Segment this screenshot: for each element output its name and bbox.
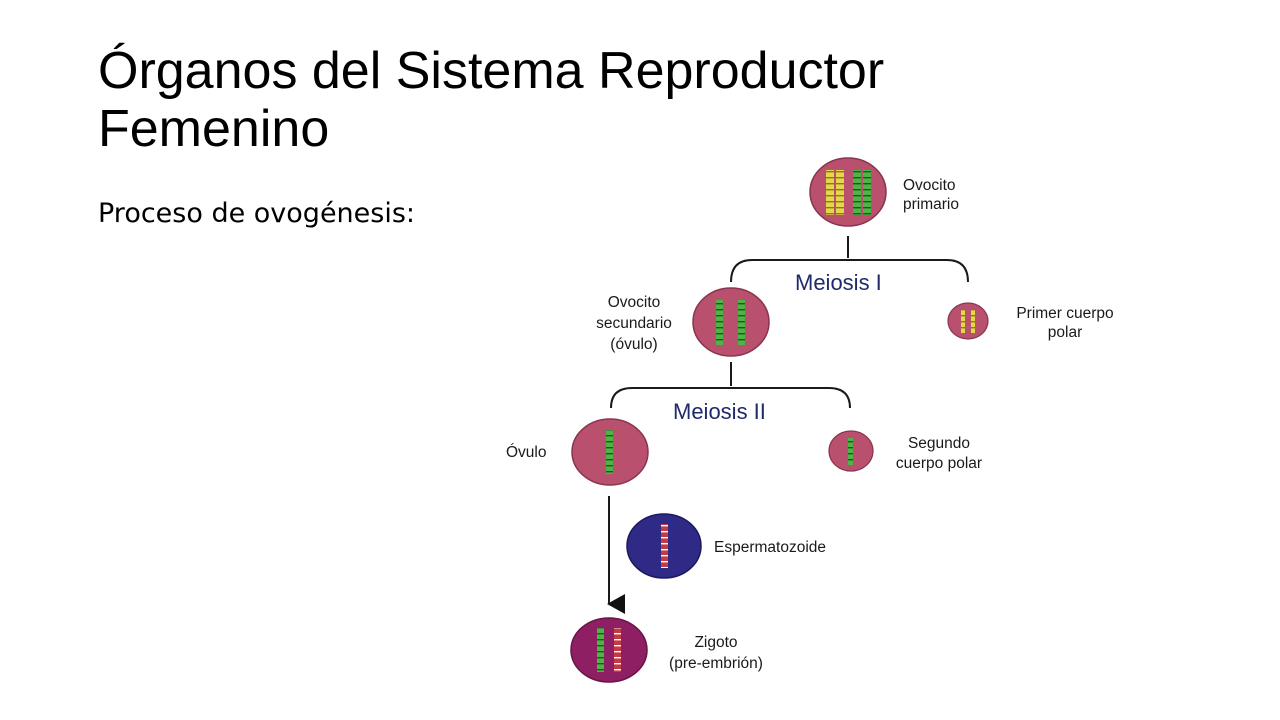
zygote-label-2: (pre-embrión): [669, 655, 763, 672]
primary-oocyte-label-2: primario: [903, 196, 959, 213]
secondary-oocyte-cell: [692, 287, 770, 357]
primary-oocyte: Ovocito primario: [809, 157, 959, 227]
first-polar-body-cell: [947, 302, 989, 340]
meiosis-1-label: Meiosis I: [795, 270, 882, 295]
slide-title: Órganos del Sistema Reproductor Femenino: [98, 42, 1098, 158]
ovum: Óvulo: [506, 418, 649, 486]
secondary-oocyte: Ovocito secundario (óvulo): [596, 287, 770, 357]
slide-subtitle: Proceso de ovogénesis:: [98, 198, 416, 229]
primary-oocyte-cell: [809, 157, 887, 227]
secondary-oocyte-label-1: Ovocito: [608, 294, 661, 311]
zygote-label-1: Zigoto: [694, 634, 737, 651]
secondary-oocyte-label-2: secundario: [596, 315, 672, 332]
second-polar-body: Segundo cuerpo polar: [828, 430, 982, 472]
zygote-cell: [570, 617, 648, 683]
chromosome-icon: [661, 524, 668, 568]
sperm-label: Espermatozoide: [714, 539, 826, 556]
ovum-label: Óvulo: [506, 444, 547, 461]
second-polar-body-label-1: Segundo: [908, 435, 970, 452]
sperm: Espermatozoide: [626, 513, 826, 579]
slide-title-line-1: Órganos del Sistema Reproductor: [98, 42, 885, 100]
secondary-oocyte-label-3: (óvulo): [610, 336, 657, 353]
chromosome-icon: [848, 438, 853, 465]
second-polar-body-label-2: cuerpo polar: [896, 455, 982, 472]
first-polar-body: Primer cuerpo polar: [947, 302, 1114, 341]
connector-lines: [607, 236, 969, 614]
meiosis-2-bracket: [610, 387, 851, 409]
chromosome-icon: [716, 300, 745, 345]
chromosome-icon: [961, 309, 975, 333]
first-polar-body-label-2: polar: [1048, 324, 1082, 341]
meiosis-2-label: Meiosis II: [673, 399, 766, 424]
first-polar-body-label-1: Primer cuerpo: [1016, 305, 1113, 322]
zygote: Zigoto (pre-embrión): [570, 617, 763, 683]
slide-title-line-2: Femenino: [98, 100, 330, 158]
chromosome-icon: [606, 430, 613, 474]
chromosome-icon: [826, 170, 871, 215]
meiosis-1-bracket: [730, 259, 969, 283]
primary-oocyte-label-1: Ovocito: [903, 177, 956, 194]
chromosome-icon: [597, 628, 621, 672]
